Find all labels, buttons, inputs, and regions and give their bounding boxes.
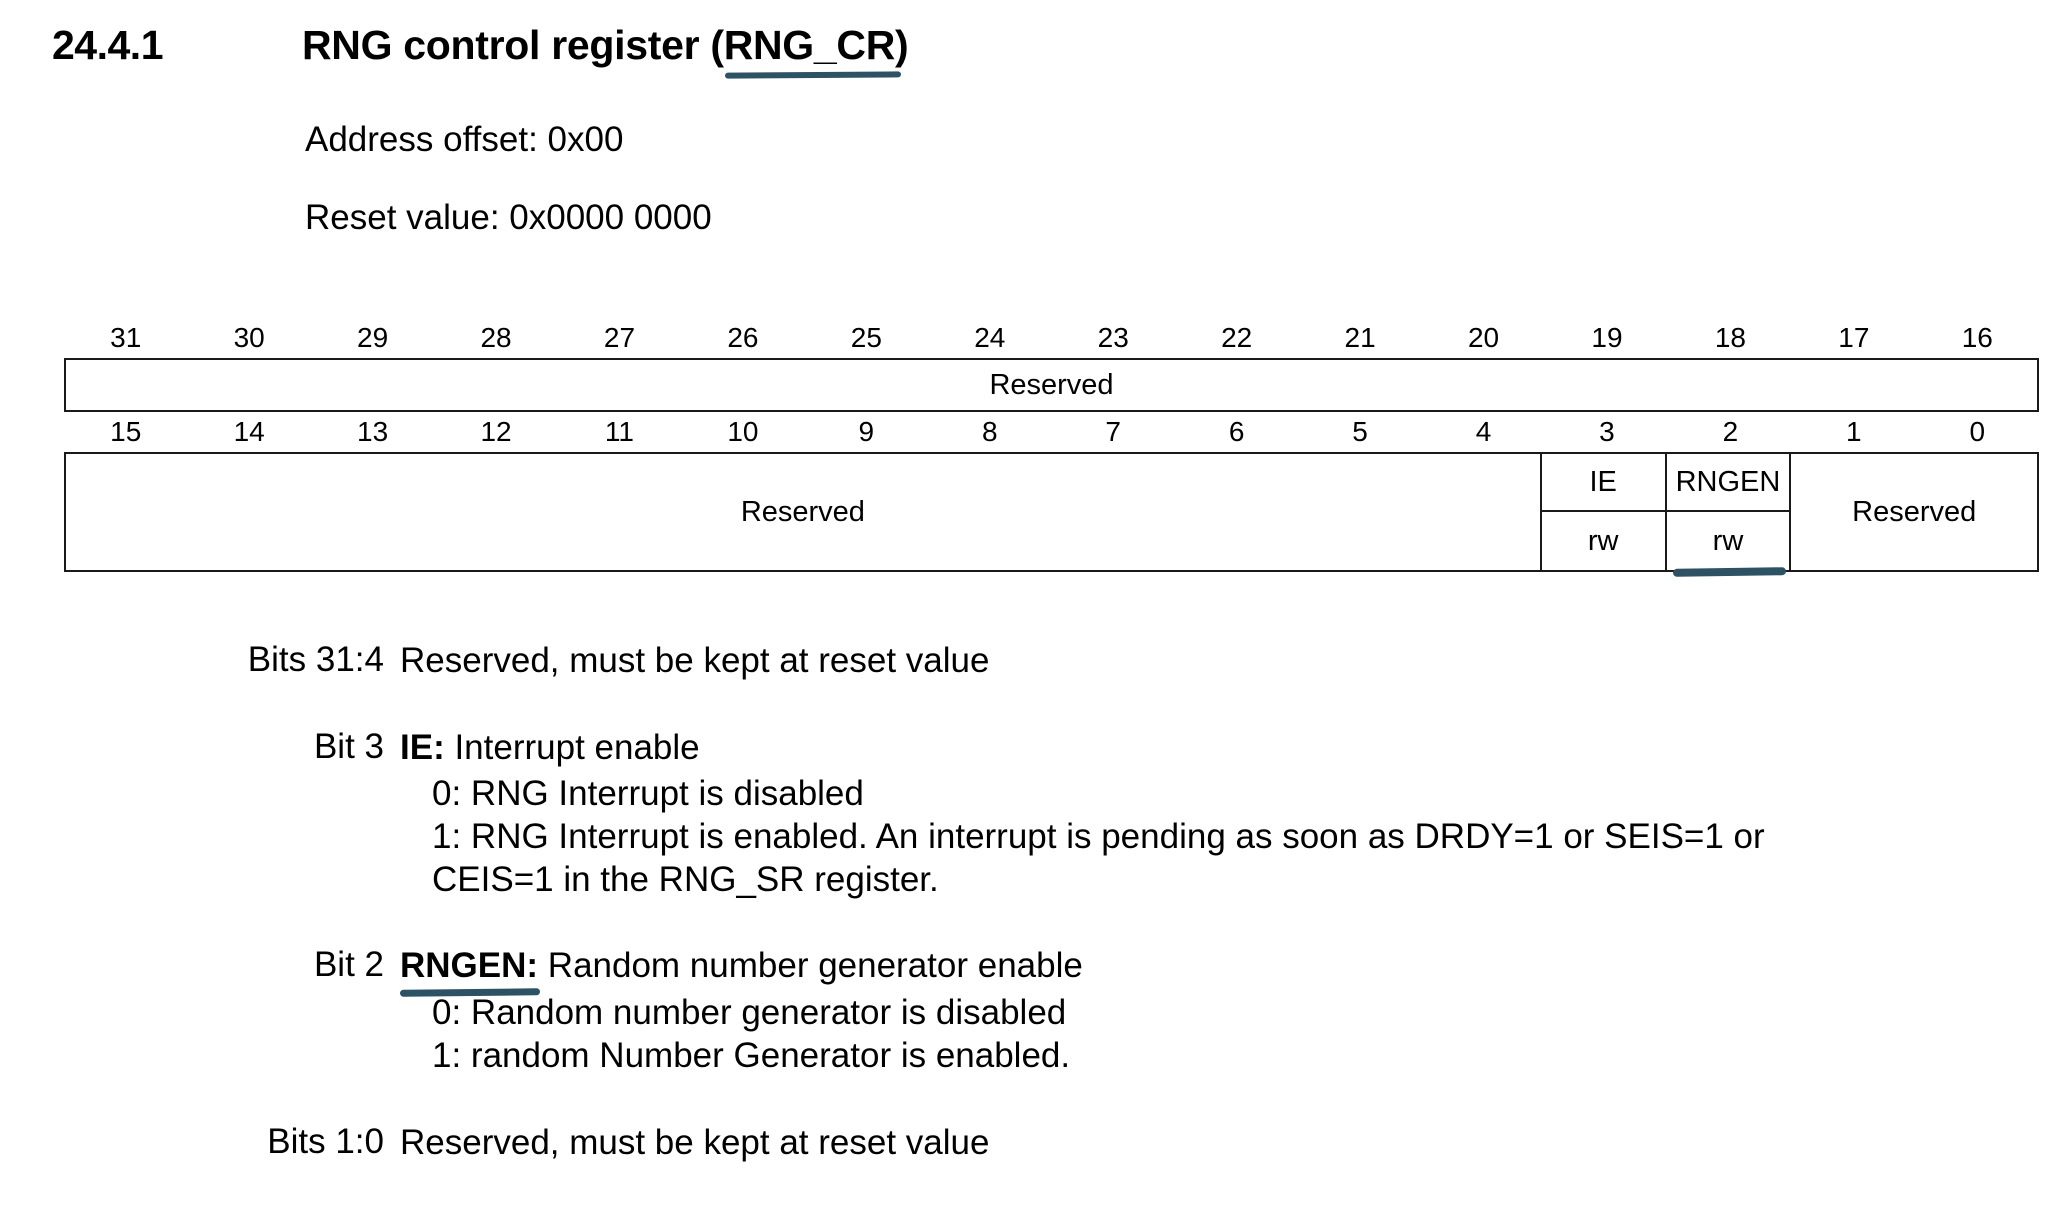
field-description: Reserved, must be kept at reset value	[400, 641, 990, 680]
bit-number: 11	[604, 416, 634, 447]
register-cell-ie: IE rw	[1541, 454, 1667, 570]
register-cell-label: Reserved	[989, 368, 1114, 401]
field-entry-bit-3-ie: Bit 3 IE: Interrupt enable 0: RNG Interr…	[0, 727, 2048, 902]
register-cell-label: IE	[1541, 454, 1665, 512]
bit-number: 14	[233, 416, 265, 447]
field-name: IE:	[400, 727, 445, 767]
field-content: Reserved, must be kept at reset value	[400, 640, 1850, 683]
field-option: 1: RNG Interrupt is enabled. An interrup…	[432, 817, 1765, 899]
field-content: IE: Interrupt enable 0: RNG Interrupt is…	[400, 727, 1850, 902]
register-bit-table: 31 30 29 28 27 26 25 24 23 22 21 20 19 1…	[64, 318, 2039, 572]
field-heading: IE: Interrupt enable	[400, 727, 1850, 770]
bit-number: 25	[850, 322, 882, 353]
bit-number: 2	[1722, 416, 1739, 447]
section-title-prefix: RNG control register (	[302, 22, 724, 68]
field-heading: RNGEN: Random number generator enable	[400, 945, 1850, 988]
field-content: Reserved, must be kept at reset value	[400, 1122, 1850, 1165]
register-cell-label: Reserved	[740, 495, 865, 528]
bit-number: 15	[110, 416, 142, 447]
bit-number: 24	[974, 322, 1006, 353]
register-row-lower: Reserved IE rw RNGEN rw Reserved	[64, 452, 2039, 572]
bit-number: 3	[1599, 416, 1615, 447]
field-options: 0: RNG Interrupt is disabled 1: RNG Inte…	[400, 773, 1850, 901]
register-cell-access: rw	[1712, 524, 1744, 557]
field-bit-label: Bits 1:0	[267, 1121, 384, 1161]
bit-number: 6	[1228, 416, 1245, 447]
field-bit-label: Bit 2	[313, 945, 384, 985]
bit-number: 28	[480, 322, 512, 353]
bit-number: 5	[1352, 416, 1368, 447]
bit-number: 31	[110, 322, 142, 353]
bit-number: 13	[357, 416, 389, 447]
field-content: RNGEN: Random number generator enable 0:…	[400, 945, 1850, 1077]
register-cell-reserved-15-4: Reserved	[66, 454, 1542, 570]
reset-value-line: Reset value: 0x0000 0000	[305, 198, 712, 237]
bit-number: 12	[480, 416, 512, 447]
field-option: 0: RNG Interrupt is disabled	[432, 774, 864, 814]
bit-number: 8	[981, 416, 998, 447]
field-entry-bits-31-4: Bits 31:4 Reserved, must be kept at rese…	[0, 640, 2048, 683]
register-cell-label: RNGEN	[1666, 454, 1790, 512]
field-bit-label: Bits 31:4	[247, 640, 384, 679]
field-name: RNGEN:	[400, 945, 538, 988]
section-title-suffix: )	[895, 22, 909, 68]
bit-number-row-upper: 31 30 29 28 27 26 25 24 23 22 21 20 19 1…	[64, 318, 2039, 358]
bit-number: 23	[1097, 322, 1129, 353]
register-row-upper: Reserved	[64, 358, 2039, 412]
bit-number: 18	[1714, 322, 1746, 353]
field-bit-label: Bit 3	[313, 726, 384, 766]
bit-number: 30	[233, 322, 265, 353]
spacer	[0, 709, 2048, 727]
page-title: 24.4.1 RNG control register (RNG_CR)	[52, 22, 2002, 69]
bit-number: 27	[603, 322, 636, 353]
section-title-highlight: RNG_CR	[723, 22, 896, 68]
bit-number: 17	[1838, 322, 1870, 353]
register-cell-reserved-31-16: Reserved	[66, 360, 2037, 410]
bit-number: 10	[727, 416, 759, 447]
bit-number: 9	[858, 416, 875, 447]
register-cell-access: rw	[1587, 524, 1619, 557]
register-cell-label: Reserved	[1852, 495, 1977, 528]
address-offset-line: Address offset: 0x00	[305, 120, 624, 159]
section-number: 24.4.1	[52, 22, 164, 68]
bit-number: 26	[727, 322, 759, 353]
bit-number: 1	[1846, 416, 1862, 447]
bit-number: 21	[1344, 322, 1376, 353]
field-description-list: Bits 31:4 Reserved, must be kept at rese…	[0, 640, 2048, 1190]
field-description: Random number generator enable	[538, 946, 1083, 986]
field-entry-bit-2-rngen: Bit 2 RNGEN: Random number generator ena…	[0, 945, 2048, 1077]
field-option: 1: random Number Generator is enabled.	[432, 1035, 1071, 1075]
bit-number: 19	[1591, 322, 1623, 353]
field-option: 0: Random number generator is disabled	[432, 993, 1067, 1033]
spacer	[0, 927, 2048, 945]
bit-number: 0	[1969, 416, 1986, 447]
bit-number: 20	[1467, 322, 1500, 353]
register-cell-rngen: RNGEN rw	[1666, 454, 1792, 570]
bit-number-row-lower: 15 14 13 12 11 10 9 8 7 6 5 4 3 2 1 0	[64, 412, 2039, 452]
bit-number: 4	[1475, 416, 1492, 447]
field-description: Reserved, must be kept at reset value	[400, 1122, 990, 1162]
register-cell-reserved-1-0: Reserved	[1791, 454, 2037, 570]
bit-number: 16	[1961, 322, 1993, 353]
field-entry-bits-1-0: Bits 1:0 Reserved, must be kept at reset…	[0, 1122, 2048, 1165]
section-title: RNG control register (RNG_CR)	[302, 22, 909, 69]
bit-number: 29	[357, 322, 389, 353]
bit-number: 22	[1221, 322, 1253, 353]
bit-number: 7	[1105, 416, 1121, 447]
spacer	[0, 1104, 2048, 1122]
field-options: 0: Random number generator is disabled 1…	[400, 992, 1850, 1077]
field-description: Interrupt enable	[444, 727, 700, 767]
